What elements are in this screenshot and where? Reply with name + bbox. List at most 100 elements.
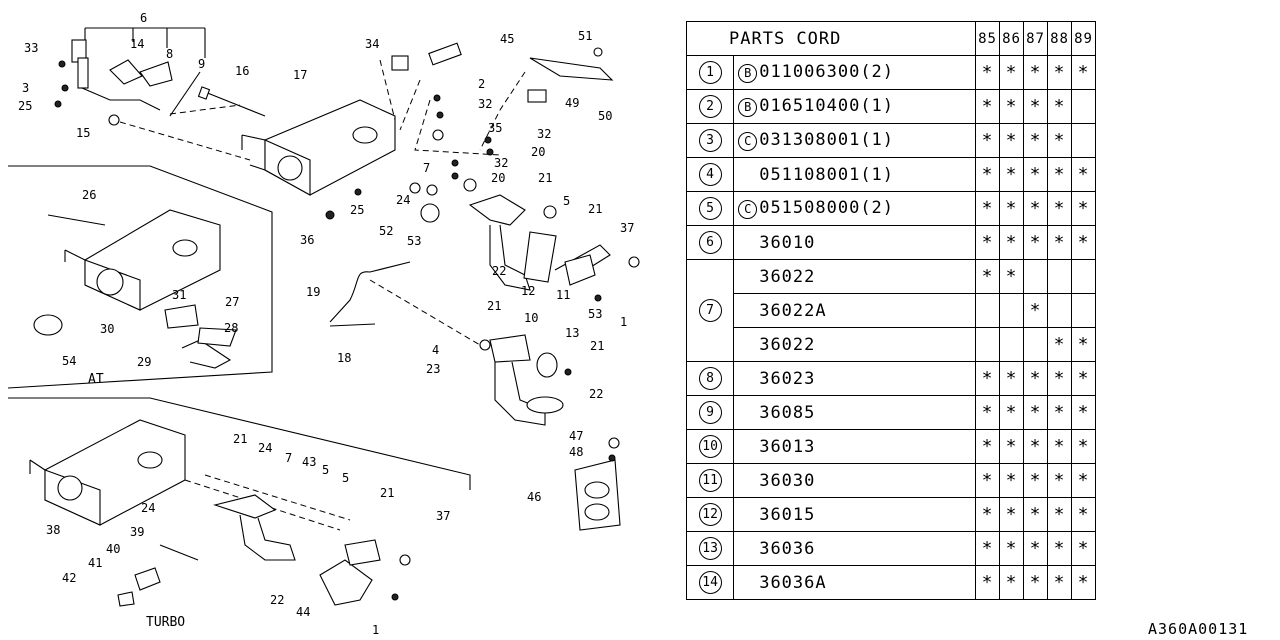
callout: 41: [88, 556, 102, 570]
year-mark: *: [975, 463, 1000, 498]
item-number-cell: 14: [685, 565, 735, 600]
callout: 25: [350, 203, 364, 217]
callout: 2: [478, 77, 485, 91]
year-mark: *: [1071, 191, 1096, 226]
callout: 24: [258, 441, 272, 455]
year-mark: *: [1023, 463, 1048, 498]
year-mark: *: [975, 225, 1000, 260]
year-mark: [1023, 327, 1048, 362]
pedal-assembly-top: [54, 27, 251, 161]
section-label-at: AT: [88, 372, 104, 387]
parts-diagram: 6 14 8 9 33 3 25 15 16 17 34 45 51 50 2 …: [7, 11, 640, 637]
year-mark: [1071, 259, 1096, 294]
callout: 10: [524, 311, 538, 325]
year-header: 85: [975, 21, 1000, 56]
year-mark: *: [975, 191, 1000, 226]
part-prefix: B: [738, 98, 758, 117]
year-mark: *: [999, 89, 1024, 124]
item-number: 13: [698, 537, 722, 560]
year-mark: *: [1023, 225, 1048, 260]
year-mark: *: [975, 429, 1000, 464]
year-mark: [999, 327, 1024, 362]
pedal-pad-assembly: [574, 437, 621, 531]
year-mark: *: [999, 565, 1024, 600]
item-number: 8: [698, 367, 722, 390]
section-borders: [7, 165, 471, 490]
item-number-cell: 3: [685, 123, 735, 158]
callout: 8: [166, 47, 173, 61]
year-mark: *: [975, 89, 1000, 124]
callout: 32: [478, 97, 492, 111]
item-number: 10: [698, 435, 722, 458]
item-number: 4: [698, 163, 722, 186]
part-number: 051508000(2): [759, 198, 895, 218]
year-mark: *: [1047, 157, 1072, 192]
year-mark: *: [999, 429, 1024, 464]
callout: 44: [296, 605, 310, 619]
year-mark: *: [999, 463, 1024, 498]
item-number-cell: 4: [685, 157, 735, 192]
part-number: 016510400(1): [759, 96, 895, 116]
year-mark: *: [1071, 429, 1096, 464]
year-mark: *: [1023, 55, 1048, 90]
part-number: 36022: [759, 334, 816, 355]
cable: [329, 261, 481, 346]
year-mark: *: [1047, 225, 1072, 260]
year-mark: *: [999, 497, 1024, 532]
part-number: 36022A: [759, 300, 827, 321]
part-prefix: C: [738, 200, 758, 219]
year-mark: *: [999, 123, 1024, 158]
section-label-turbo: TURBO: [146, 615, 185, 630]
part-prefix: C: [738, 132, 758, 151]
callout: 53: [407, 234, 421, 248]
year-mark: *: [975, 395, 1000, 430]
year-mark: *: [1023, 361, 1048, 396]
year-mark: *: [975, 157, 1000, 192]
year-mark: [1023, 259, 1048, 294]
year-mark: *: [1071, 463, 1096, 498]
callout: 22: [270, 593, 284, 607]
brake-pedal: [479, 334, 572, 426]
callout: 28: [224, 321, 238, 335]
year-mark: *: [975, 259, 1000, 294]
item-number: 3: [698, 129, 722, 152]
part-number: 051108001(1): [759, 164, 895, 185]
year-mark: *: [1023, 293, 1048, 328]
part-number-cell: 36023: [733, 361, 976, 396]
item-number-cell: 5: [685, 191, 735, 226]
callout: 20: [491, 171, 505, 185]
callout: 7: [285, 451, 292, 465]
callout: 51: [578, 29, 592, 43]
part-number: 36036: [759, 538, 816, 559]
callout: 12: [521, 284, 535, 298]
callout: 32: [494, 156, 508, 170]
part-number-cell: 36022: [733, 327, 976, 362]
part-number: 36013: [759, 436, 816, 457]
callout: 35: [488, 121, 502, 135]
callout: 40: [106, 542, 120, 556]
callout: 27: [225, 295, 239, 309]
callout: 30: [100, 322, 114, 336]
part-number-cell: 36022A: [733, 293, 976, 328]
year-mark: *: [1071, 225, 1096, 260]
year-mark: *: [999, 531, 1024, 566]
year-mark: *: [1047, 429, 1072, 464]
year-mark: *: [1047, 565, 1072, 600]
table-row: 36022A *: [687, 293, 1096, 328]
part-number-cell: 36085: [733, 395, 976, 430]
part-number: 36022: [759, 266, 816, 287]
year-mark: *: [999, 395, 1024, 430]
table-row: 36022**: [687, 327, 1096, 362]
callout: 15: [76, 126, 90, 140]
part-number-cell: 36036: [733, 531, 976, 566]
callout: 21: [538, 171, 552, 185]
